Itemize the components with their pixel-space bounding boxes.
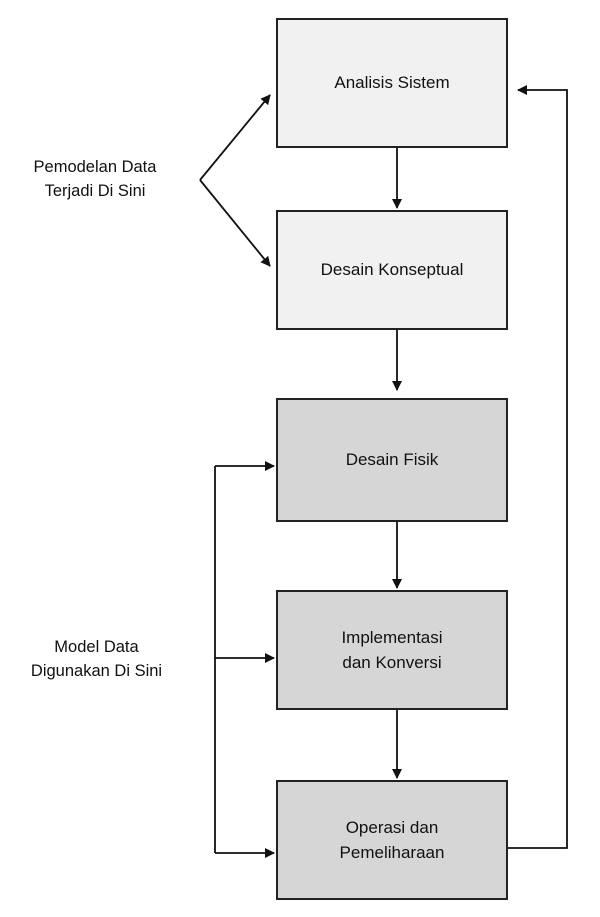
step-analisis-sistem: Analisis Sistem	[276, 18, 508, 148]
annotation-line: Pemodelan Data	[33, 158, 157, 176]
annotation-line: Terjadi Di Sini	[44, 181, 146, 200]
annotation-line: Model Data	[54, 638, 139, 656]
step-label: Operasi dan Pemeliharaan	[339, 817, 445, 863]
step-implementasi-konversi: Implementasi dan Konversi	[276, 590, 508, 710]
feedback-loop-arrow	[508, 85, 568, 849]
annotation-pemodelan-data: Pemodelan Data Terjadi Di Sini	[20, 156, 170, 204]
pemodelan-bracket-top	[199, 94, 271, 181]
step-label: Analisis Sistem	[334, 73, 450, 93]
pemodelan-bracket-bottom	[199, 179, 271, 267]
step-desain-fisik: Desain Fisik	[276, 398, 508, 522]
annotation-line: Digunakan Di Sini	[30, 661, 163, 680]
step-label: Desain Konseptual	[320, 260, 464, 280]
annotation-model-data: Model Data Digunakan Di Sini	[14, 636, 179, 684]
step-label: Desain Fisik	[345, 450, 439, 470]
step-desain-konseptual: Desain Konseptual	[276, 210, 508, 330]
step-operasi-pemeliharaan: Operasi dan Pemeliharaan	[276, 780, 508, 900]
step-label: Implementasi dan Konversi	[341, 627, 443, 673]
